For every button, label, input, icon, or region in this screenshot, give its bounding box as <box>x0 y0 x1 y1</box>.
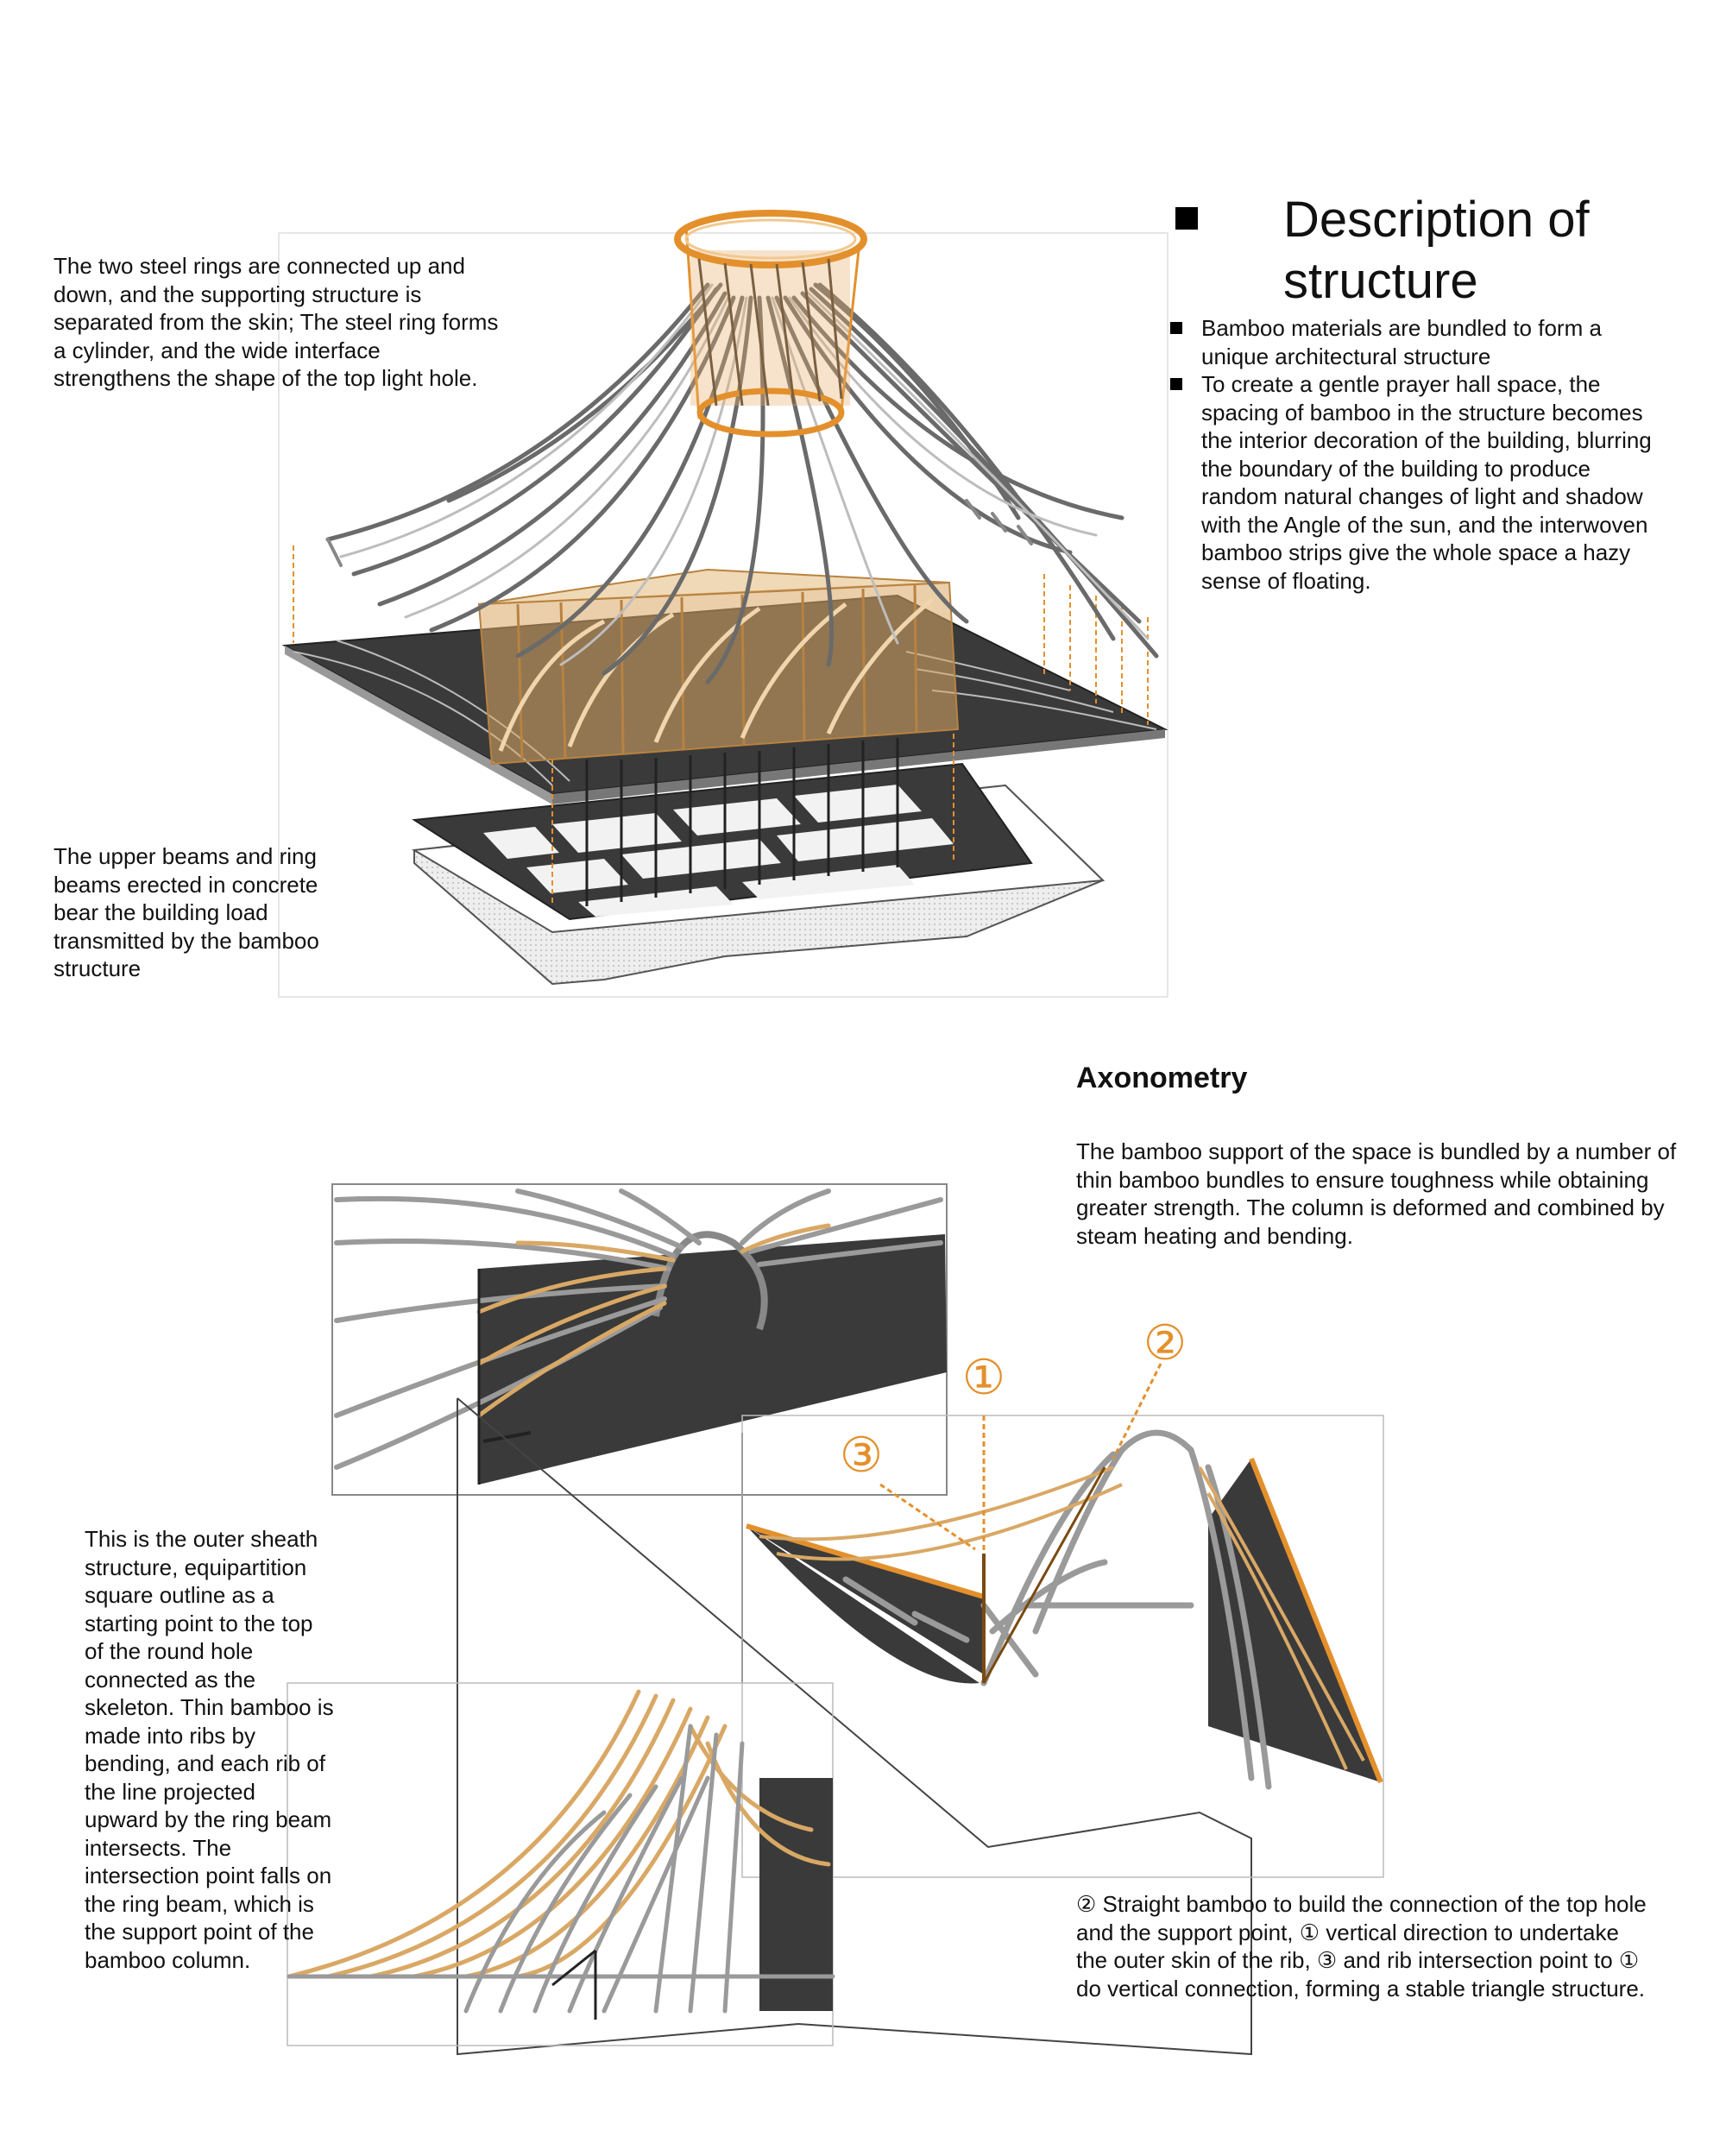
axonometry-heading: Axonometry <box>1076 1062 1248 1094</box>
title-bullet-square <box>1175 207 1198 230</box>
page-title-line2: structure <box>1283 253 1478 309</box>
projection-lines <box>293 545 1149 906</box>
half-arch-figure: ① ② ③ <box>741 1315 1384 1878</box>
axonometry-intro: The bamboo support of the space is bundl… <box>1076 1138 1677 1249</box>
lower-steel-ring <box>696 388 845 438</box>
beams-note: The upper beams and ring beams erected i… <box>54 843 319 981</box>
page-title-line1: Description of <box>1283 192 1590 248</box>
bamboo-ribs <box>325 282 1159 684</box>
exploded-structure-figure <box>278 210 1169 998</box>
upper-steel-ring <box>674 210 867 268</box>
structure-bullets: Bamboo materials are bundled to form a u… <box>1170 314 1654 595</box>
bullet-item: To create a gentle prayer hall space, th… <box>1170 370 1654 595</box>
steel-rings-note: The two steel rings are connected up and… <box>54 253 499 391</box>
rib-ends <box>326 499 1033 567</box>
bullet-item: Bamboo materials are bundled to form a u… <box>1170 314 1654 370</box>
outer-sheath-note: This is the outer sheath structure, equi… <box>85 1526 334 1973</box>
ceiling-fan-figure <box>331 1183 948 1496</box>
connection-note: ② Straight bamboo to build the connectio… <box>1076 1891 1647 2002</box>
callout-2: ② <box>1143 1315 1187 1370</box>
callout-1: ① <box>962 1350 1005 1404</box>
callout-3: ③ <box>840 1428 883 1482</box>
top-figure-frame <box>278 232 1169 998</box>
steel-rings <box>674 210 867 438</box>
outer-sheath-figure <box>287 1682 835 2046</box>
support-columns <box>585 738 899 906</box>
